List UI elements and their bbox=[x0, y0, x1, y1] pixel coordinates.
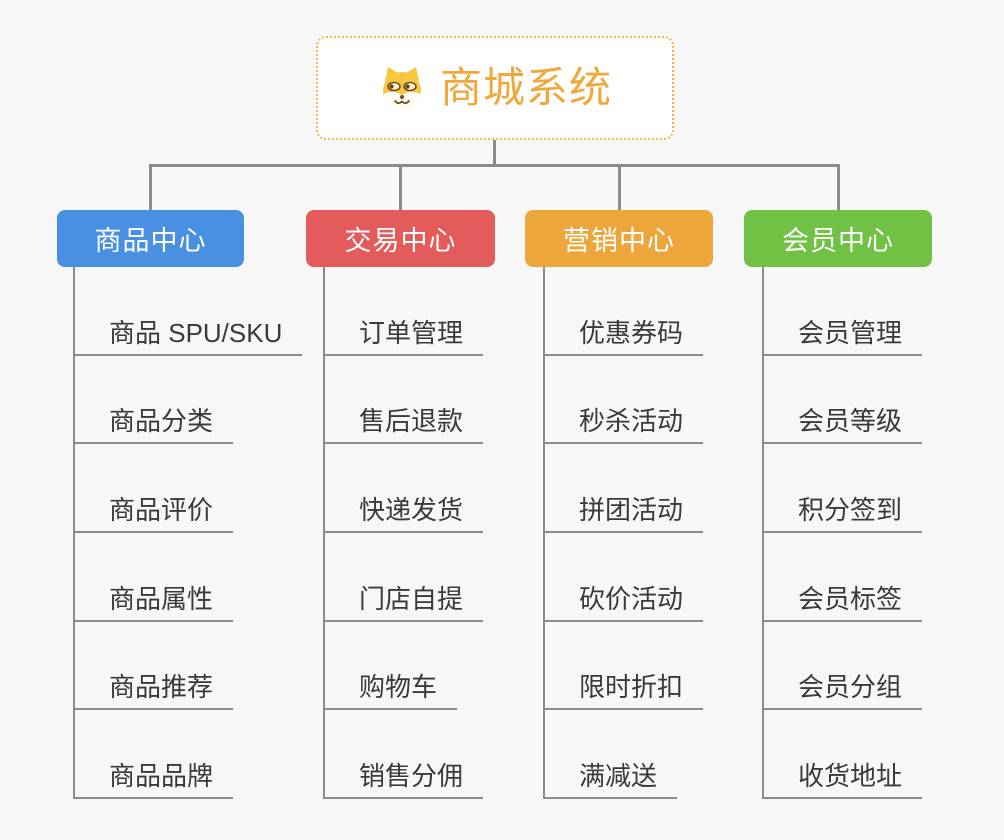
sub-item[interactable]: 限时折扣 bbox=[545, 622, 704, 711]
sub-item[interactable]: 快递发货 bbox=[325, 444, 484, 533]
sub-item[interactable]: 积分签到 bbox=[764, 444, 923, 533]
sub-item[interactable]: 会员标签 bbox=[764, 533, 923, 622]
branch-children-member-center: 会员管理 会员等级 积分签到 会员标签 会员分组 收货地址 bbox=[762, 267, 923, 799]
sub-item[interactable]: 商品属性 bbox=[75, 533, 234, 622]
sub-item[interactable]: 订单管理 bbox=[325, 267, 484, 356]
sub-item[interactable]: 商品品牌 bbox=[75, 710, 234, 799]
sub-item[interactable]: 门店自提 bbox=[325, 533, 484, 622]
branch-box-product-center[interactable]: 商品中心 bbox=[57, 210, 244, 267]
sub-item[interactable]: 商品评价 bbox=[75, 444, 234, 533]
sub-item[interactable]: 砍价活动 bbox=[545, 533, 704, 622]
sub-item[interactable]: 销售分佣 bbox=[325, 710, 484, 799]
branch-box-trade-center[interactable]: 交易中心 bbox=[306, 210, 495, 267]
branch-box-marketing-center[interactable]: 营销中心 bbox=[525, 210, 713, 267]
connector-root-stub bbox=[493, 140, 496, 167]
connector-drop bbox=[837, 167, 840, 210]
root-title: 商城系统 bbox=[439, 64, 612, 111]
connector-bus bbox=[149, 164, 840, 167]
branch-children-product-center: 商品 SPU/SKU 商品分类 商品评价 商品属性 商品推荐 商品品牌 bbox=[73, 267, 303, 799]
branch-box-member-center[interactable]: 会员中心 bbox=[744, 210, 932, 267]
sub-item[interactable]: 商品分类 bbox=[75, 356, 234, 445]
sub-item[interactable]: 拼团活动 bbox=[545, 444, 704, 533]
sub-item[interactable]: 会员分组 bbox=[764, 622, 923, 711]
sub-item[interactable]: 秒杀活动 bbox=[545, 356, 704, 445]
sub-item[interactable]: 商品推荐 bbox=[75, 622, 234, 711]
sub-item[interactable]: 购物车 bbox=[325, 622, 458, 711]
root-node[interactable]: 商城系统 bbox=[316, 36, 674, 140]
sub-item[interactable]: 商品 SPU/SKU bbox=[75, 267, 303, 356]
branch-children-marketing-center: 优惠券码 秒杀活动 拼团活动 砍价活动 限时折扣 满减送 bbox=[543, 267, 704, 799]
sub-item[interactable]: 收货地址 bbox=[764, 710, 923, 799]
sub-item[interactable]: 会员等级 bbox=[764, 356, 923, 445]
sub-item[interactable]: 售后退款 bbox=[325, 356, 484, 445]
branch-children-trade-center: 订单管理 售后退款 快递发货 门店自提 购物车 销售分佣 bbox=[323, 267, 484, 799]
sub-item[interactable]: 满减送 bbox=[545, 710, 678, 799]
sub-item[interactable]: 会员管理 bbox=[764, 267, 923, 356]
connector-drop bbox=[149, 167, 152, 210]
connector-drop bbox=[399, 167, 402, 210]
connector-drop bbox=[618, 167, 621, 210]
sub-item[interactable]: 优惠券码 bbox=[545, 267, 704, 356]
dog-face-icon bbox=[378, 64, 426, 112]
